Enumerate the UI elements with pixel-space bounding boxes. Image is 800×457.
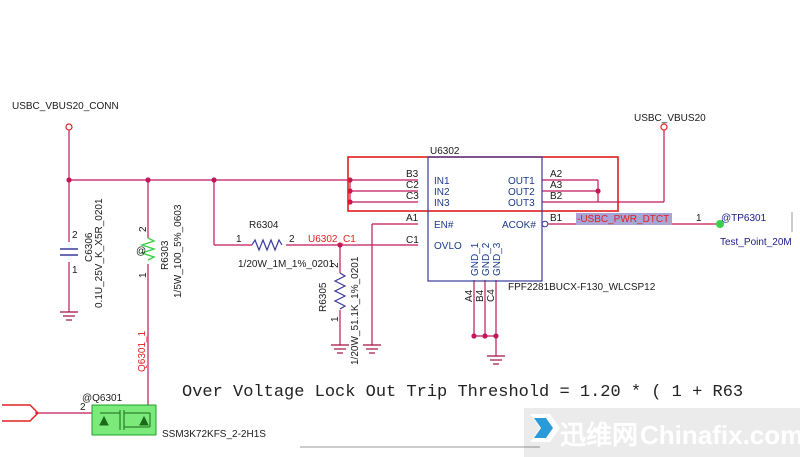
pin-name-gnd1: GND_1 bbox=[470, 242, 481, 276]
r6305-pin2: 2 bbox=[330, 262, 341, 268]
watermark: 迅维网 Chinafix.com bbox=[524, 408, 800, 457]
r6303-ref: R6303 bbox=[160, 240, 171, 270]
r6305-symbol bbox=[333, 272, 347, 310]
pin-name-gnd3: GND_3 bbox=[492, 242, 503, 276]
pin-num-c3: C3 bbox=[406, 191, 419, 202]
pin-num-c2: C2 bbox=[406, 180, 419, 191]
u6302-part: FPF2281BUCX-F130_WLCSP12 bbox=[508, 282, 656, 293]
pin-name-gnd2: GND_2 bbox=[481, 242, 492, 276]
tp6301-ref: @TP6301 bbox=[721, 213, 767, 224]
pin-name-out1: OUT1 bbox=[508, 176, 535, 187]
q6301-drive-arrow bbox=[2, 404, 39, 422]
wires bbox=[35, 130, 718, 414]
pin-num-b3: B3 bbox=[406, 169, 419, 180]
net-label-u6302-c1: U6302_C1 bbox=[308, 234, 356, 245]
q6301-ref: @Q6301 bbox=[82, 393, 123, 404]
c6306-ref: C6306 bbox=[84, 232, 95, 262]
pin-name-out3: OUT3 bbox=[508, 198, 535, 209]
c6306-pin1: 1 bbox=[72, 265, 78, 276]
tp6301-value: Test_Point_20M bbox=[720, 237, 792, 248]
u6302-highlight-frame bbox=[347, 156, 619, 212]
ground-symbols bbox=[60, 311, 505, 365]
pin-name-out2: OUT2 bbox=[508, 187, 535, 198]
pin-name-acok: ACOK# bbox=[502, 220, 536, 231]
c6306-pin2: 2 bbox=[72, 230, 78, 241]
pin-name-in3: IN3 bbox=[434, 198, 450, 209]
net-label-usbc-pwr-dtct: -USBC_PWR_DTCT bbox=[577, 214, 669, 225]
pin-num-b1: B1 bbox=[550, 213, 563, 224]
r6304-value: 1/20W_1M_1%_0201 bbox=[238, 259, 335, 270]
q6301-mosfet-symbol bbox=[99, 410, 151, 430]
tp6301-pad bbox=[716, 220, 724, 228]
ovlo-note: Over Voltage Lock Out Trip Threshold = 1… bbox=[182, 383, 743, 402]
net-highlight-usbc-pwr-dtct bbox=[576, 213, 672, 225]
vbus-port bbox=[660, 123, 668, 131]
r6304-pin2: 2 bbox=[289, 234, 295, 245]
u6302-body bbox=[427, 156, 543, 282]
r6305-value: 1/20W_51.1K_1%_0201 bbox=[350, 256, 361, 365]
r6303-pin1: 1 bbox=[138, 272, 149, 278]
r6305-ref: R6305 bbox=[318, 282, 329, 312]
r6304-symbol bbox=[251, 238, 283, 252]
r6303-value: 1/5W_100_5%_0603 bbox=[173, 204, 184, 298]
c6306-symbol bbox=[60, 248, 78, 256]
r6304-pin1: 1 bbox=[236, 234, 242, 245]
pin-name-in1: IN1 bbox=[434, 176, 450, 187]
c6306-value: 0.1U_25V_K_X5R_0201 bbox=[94, 198, 105, 308]
pin-name-in2: IN2 bbox=[434, 187, 450, 198]
pin-num-a2: A2 bbox=[550, 169, 563, 180]
r6303-symbol bbox=[139, 237, 157, 261]
net-label-q6301-1: Q6301_1 bbox=[137, 330, 148, 372]
q6301-part: SSM3K72KFS_2-2H1S bbox=[162, 429, 266, 440]
pin-num-a3: A3 bbox=[550, 180, 563, 191]
acok-inversion-bubble bbox=[541, 220, 549, 228]
tp6301-pin: 1 bbox=[696, 213, 702, 224]
pin-num-a1: A1 bbox=[406, 213, 419, 224]
pin-name-ovlo: OVLO bbox=[434, 241, 462, 252]
pin-num-b2: B2 bbox=[550, 191, 563, 202]
u6302-ref: U6302 bbox=[430, 146, 460, 157]
pin-name-en: EN# bbox=[434, 220, 454, 231]
vbus-conn-port bbox=[65, 123, 73, 131]
pin-num-b4: B4 bbox=[475, 289, 486, 302]
r6303-pin2: 2 bbox=[138, 226, 149, 232]
pin-num-a4: A4 bbox=[464, 289, 475, 302]
net-label-usbc-vbus20: USBC_VBUS20 bbox=[634, 113, 706, 124]
chinafix-logo-icon bbox=[530, 414, 560, 442]
r6304-ref: R6304 bbox=[249, 220, 279, 231]
net-label-usbc-vbus20-conn: USBC_VBUS20_CONN bbox=[12, 101, 119, 112]
r6305-pin1: 1 bbox=[330, 316, 341, 322]
q6301-pin: 2 bbox=[80, 402, 86, 413]
watermark-en: Chinafix.com bbox=[640, 420, 800, 450]
r6303-at: @ bbox=[136, 246, 146, 257]
pin-num-c1: C1 bbox=[406, 235, 419, 246]
watermark-cn: 迅维网 bbox=[560, 420, 638, 451]
pin-num-c4: C4 bbox=[486, 289, 497, 302]
